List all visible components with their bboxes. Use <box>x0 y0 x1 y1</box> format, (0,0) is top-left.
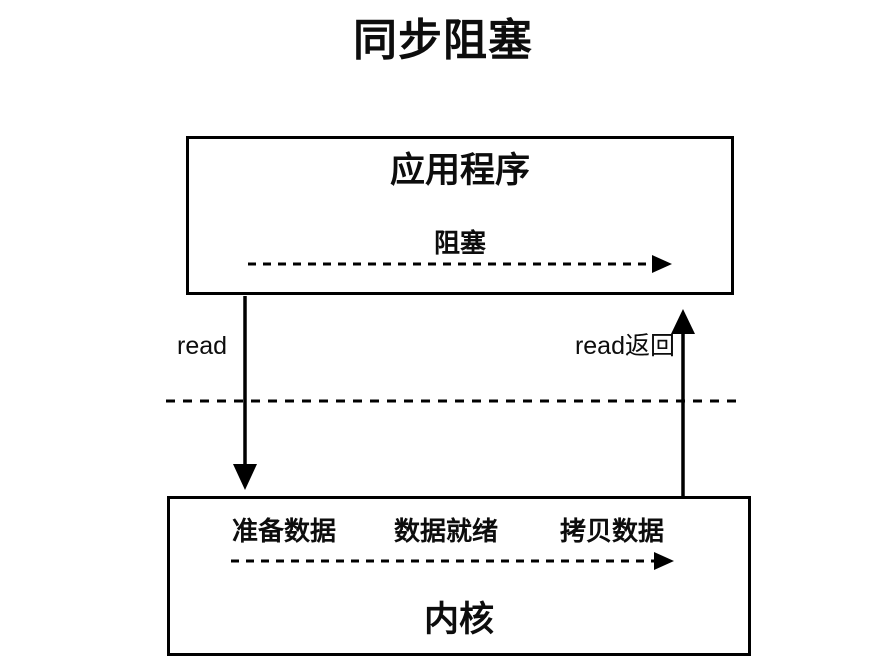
kernel-step-prepare-data: 准备数据 <box>232 516 337 546</box>
application-box-title: 应用程序 <box>389 151 530 190</box>
kernel-box: 准备数据 数据就绪 拷贝数据 内核 <box>167 496 751 656</box>
read-return-label: read返回 <box>574 332 675 360</box>
read-call-arrow <box>233 296 257 490</box>
page-title: 同步阻塞 <box>353 16 533 65</box>
read-call-label: read <box>177 332 228 360</box>
kernel-box-title: 内核 <box>423 599 494 639</box>
kernel-step-copy-data: 拷贝数据 <box>560 516 665 546</box>
blocking-label: 阻塞 <box>433 228 486 258</box>
application-box: 应用程序 阻塞 <box>186 136 734 295</box>
kernel-step-data-ready: 数据就绪 <box>394 516 499 546</box>
